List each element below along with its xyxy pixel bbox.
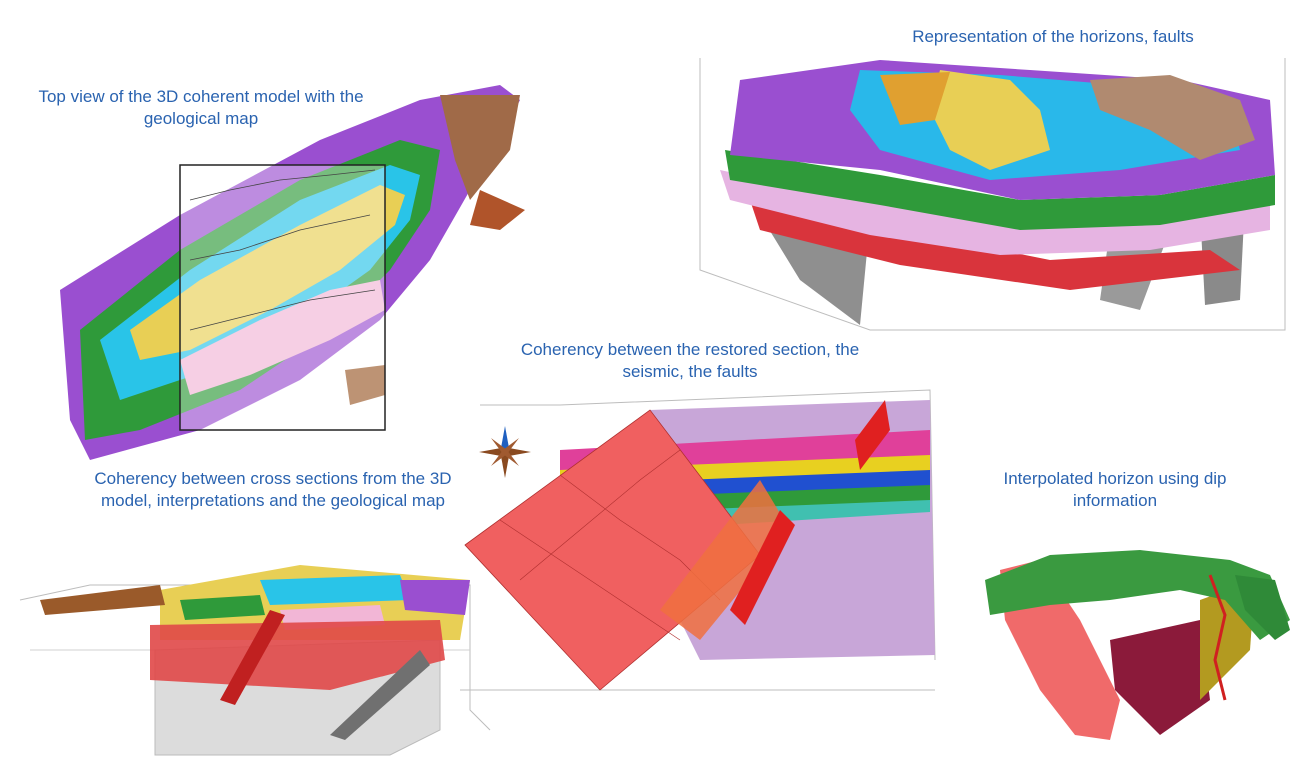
caption-top-view: Top view of the 3D coherent model with t…: [38, 87, 364, 128]
horizons-bounding-box: [699, 58, 1286, 331]
caption-horizons-faults: Representation of the horizons, faults: [912, 27, 1194, 46]
horizons-red-layer: [750, 200, 1240, 290]
restored-thin-fault-2: [730, 510, 795, 625]
horizons-pink-layer: [720, 170, 1270, 255]
caption-cross-sections: Coherency between cross sections from th…: [94, 469, 452, 510]
cross-section-bounding-box: [19, 584, 491, 731]
restored-orange-fault: [660, 480, 790, 640]
interpolated-maroon-surface: [1110, 620, 1210, 735]
cross-section-fault: [220, 610, 285, 705]
restored-thin-fault: [855, 400, 890, 470]
caption-restored-section: Coherency between the restored section, …: [520, 340, 860, 381]
restored-bounding-box: [480, 389, 936, 661]
horizons-orange-layer: [880, 72, 950, 125]
cross-section-green-band: [180, 595, 265, 620]
caption-interpolated-horizon: Interpolated horizon using dip informati…: [1003, 469, 1227, 510]
top-view-brown-patch-3: [345, 365, 385, 405]
top-view-brown-patch-2: [470, 190, 525, 230]
cross-section-brown-band: [40, 585, 165, 615]
top-view-yellow-band: [130, 185, 405, 360]
geological-map-contours: [189, 169, 376, 201]
cross-section-red-horizon: [150, 620, 445, 690]
geological-map-contours-2: [189, 214, 371, 261]
restored-mesh-lines: [499, 519, 681, 641]
interpolated-green-surface: [985, 550, 1290, 640]
geological-map-overlay: [179, 164, 386, 431]
interpolated-green-surface-2: [1235, 575, 1290, 640]
cross-section-cyan-band: [260, 575, 410, 605]
interpolated-fault-line: [1208, 574, 1227, 701]
top-view-brown-patch: [440, 95, 520, 200]
compass-rose-icon: [479, 426, 531, 478]
restored-mesh-lines-3: [519, 449, 681, 581]
top-view-pink-band: [180, 280, 385, 395]
geological-map-contours-3: [189, 289, 376, 331]
horizons-brown-layer: [1090, 75, 1255, 160]
cross-section-fault-grey: [330, 650, 430, 740]
cross-section-purple-band: [400, 580, 470, 615]
horizons-yellow-layer: [930, 70, 1050, 170]
horizons-green-layer: [725, 150, 1275, 230]
